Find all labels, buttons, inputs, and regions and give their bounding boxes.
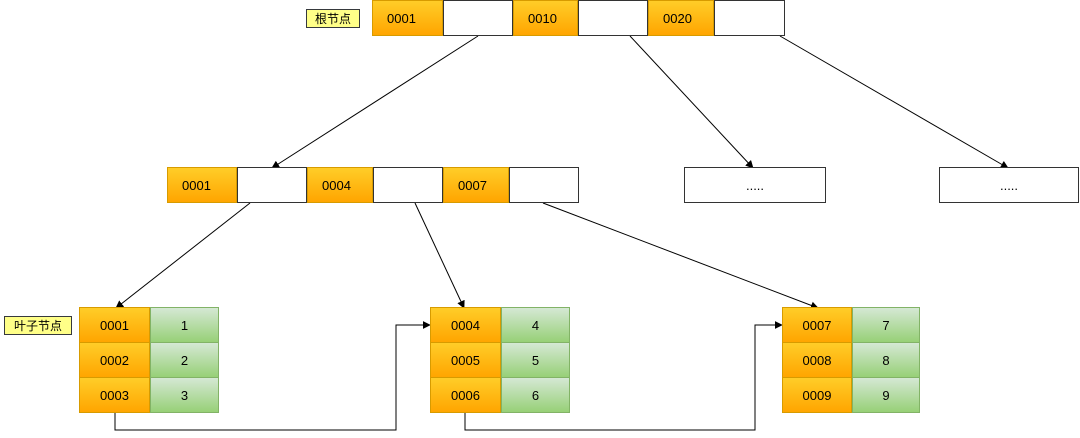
root-key-3: 0020 bbox=[648, 0, 714, 36]
leaf-1-value-1: 1 bbox=[150, 307, 219, 343]
leaf-1-key-2: 0002 bbox=[79, 342, 150, 378]
edge-root-to-internal bbox=[271, 35, 479, 169]
edge-root-to-placeholder-1 bbox=[629, 35, 754, 169]
internal-key-1: 0001 bbox=[167, 167, 237, 203]
edge-internal-to-leaf-1 bbox=[115, 202, 251, 309]
leaf-1-value-2: 2 bbox=[150, 342, 219, 378]
leaf-3-key-1: 0007 bbox=[782, 307, 852, 343]
root-node-label: 根节点 bbox=[306, 9, 360, 28]
internal-key-2: 0004 bbox=[307, 167, 373, 203]
placeholder-node-2: ..... bbox=[939, 167, 1079, 203]
leaf-node-label: 叶子节点 bbox=[4, 316, 72, 335]
edge-internal-to-leaf-2 bbox=[414, 202, 465, 309]
internal-key-3: 0007 bbox=[443, 167, 509, 203]
root-pointer-2 bbox=[578, 0, 648, 36]
root-key-2: 0010 bbox=[513, 0, 578, 36]
leaf-1-value-3: 3 bbox=[150, 377, 219, 413]
leaf-2-value-1: 4 bbox=[501, 307, 570, 343]
leaf-3-value-3: 9 bbox=[852, 377, 920, 413]
placeholder-node-1: ..... bbox=[684, 167, 826, 203]
root-key-1: 0001 bbox=[372, 0, 443, 36]
leaf-3-value-2: 8 bbox=[852, 342, 920, 378]
link-leaf-1-to-leaf-2 bbox=[114, 321, 431, 431]
leaf-2-key-3: 0006 bbox=[430, 377, 501, 413]
leaf-1-key-1: 0001 bbox=[79, 307, 150, 343]
internal-pointer-2 bbox=[373, 167, 443, 203]
internal-pointer-1 bbox=[237, 167, 307, 203]
leaf-3-value-1: 7 bbox=[852, 307, 920, 343]
link-leaf-2-to-leaf-3 bbox=[464, 321, 783, 431]
internal-pointer-3 bbox=[509, 167, 579, 203]
leaf-1-key-3: 0003 bbox=[79, 377, 150, 413]
root-pointer-3 bbox=[714, 0, 785, 36]
root-pointer-1 bbox=[443, 0, 513, 36]
leaf-2-value-2: 5 bbox=[501, 342, 570, 378]
leaf-2-value-3: 6 bbox=[501, 377, 570, 413]
leaf-3-key-3: 0009 bbox=[782, 377, 852, 413]
leaf-3-key-2: 0008 bbox=[782, 342, 852, 378]
edge-root-to-placeholder-2 bbox=[779, 35, 1009, 169]
leaf-2-key-2: 0005 bbox=[430, 342, 501, 378]
leaf-2-key-1: 0004 bbox=[430, 307, 501, 343]
edge-internal-to-leaf-3 bbox=[542, 202, 819, 310]
